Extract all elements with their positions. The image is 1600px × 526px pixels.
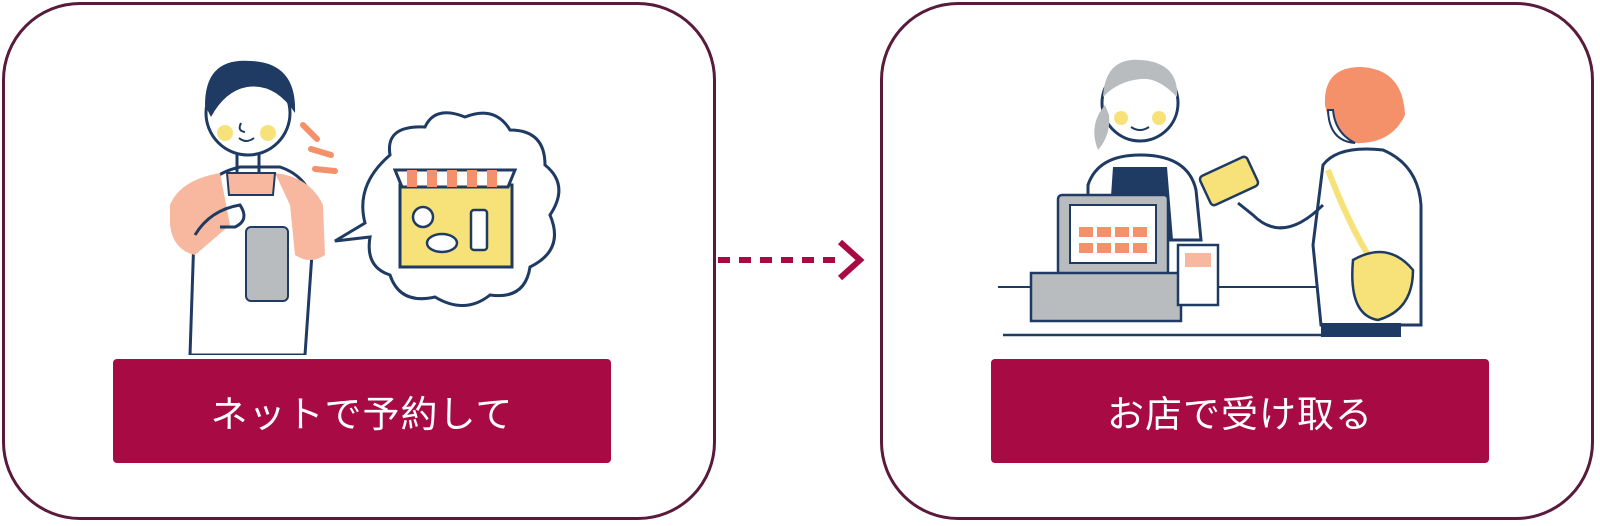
arrow-right-icon (718, 239, 865, 281)
pickup-in-store-illustration (998, 59, 1423, 337)
step-card-pickup: お店で受け取る (880, 2, 1594, 520)
step-label-reserve: ネットで予約して (113, 359, 611, 463)
step-label-pickup: お店で受け取る (991, 359, 1489, 463)
reserve-online-illustration (170, 60, 561, 355)
step-card-reserve: ネットで予約して (2, 2, 716, 520)
